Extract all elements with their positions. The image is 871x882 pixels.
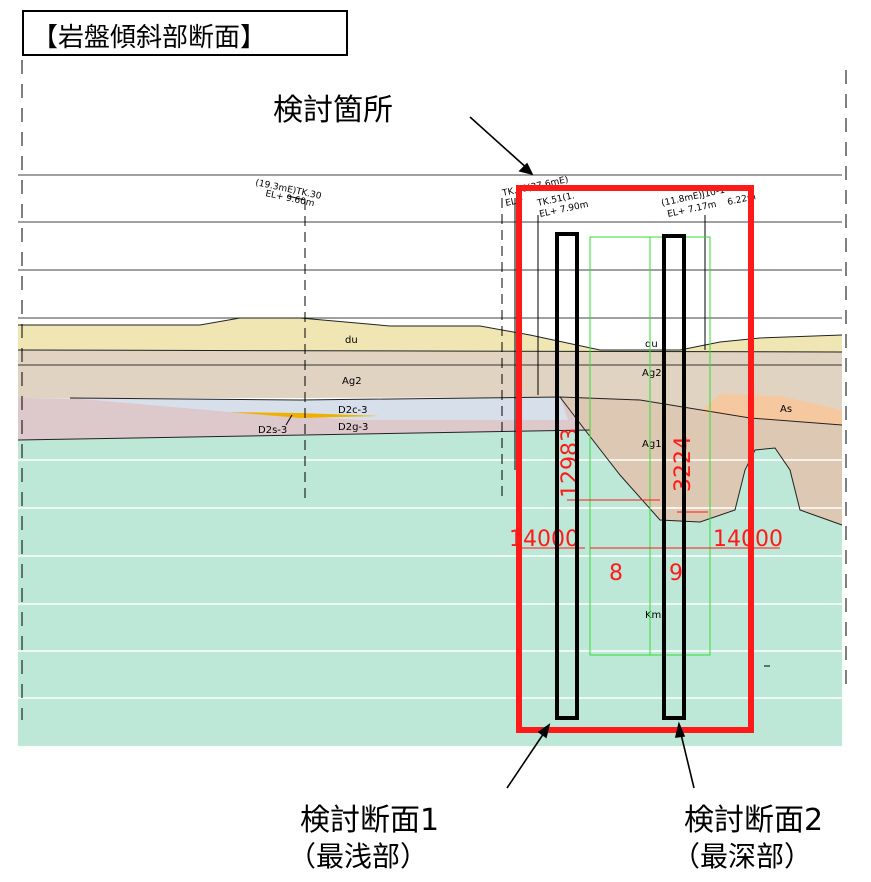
label-km: Km (645, 610, 661, 621)
dim-gap-right: 9 (669, 561, 683, 586)
label-as: As (780, 404, 792, 415)
label-du-right: du (645, 339, 658, 350)
layer-ag1 (560, 397, 842, 525)
callout-arrows (469, 116, 695, 789)
layer-km (18, 430, 842, 746)
callout-label: 検討箇所 (273, 93, 393, 128)
layer-d2c3 (70, 397, 568, 420)
layer-boundaries (17, 317, 843, 526)
layer-as (700, 394, 842, 425)
section2-sub: （最深部） (672, 840, 813, 873)
section2-bar (662, 234, 686, 720)
section2-label: 検討断面2 (684, 803, 824, 838)
label-d2s3: D2s-3 (258, 425, 287, 436)
study-area-frame (516, 185, 754, 733)
layer-du (18, 318, 842, 352)
dim-gap-left: 8 (609, 561, 623, 586)
label-ag2-left: Ag2 (342, 376, 362, 387)
layer-ag2 (18, 350, 842, 425)
borehole-tk30 (287, 195, 306, 500)
dimension-lines (517, 499, 780, 549)
label-d2c3: D2c-3 (338, 405, 368, 416)
section1-sub: （最浅部） (288, 840, 429, 873)
label-du-left: du (345, 335, 358, 346)
dim-depth1: 12983 (558, 428, 583, 498)
label-ag1: Ag1 (642, 439, 662, 450)
section1-bar (555, 232, 579, 720)
label-ag2-right: Ag2 (642, 368, 662, 379)
page-title: 【岩盤傾斜部断面】 (32, 23, 267, 53)
label-d2g3: D2g-3 (338, 422, 368, 433)
borehole-tk28 (501, 198, 516, 500)
section1-label: 検討断面1 (300, 803, 440, 838)
title-box: 【岩盤傾斜部断面】 (22, 10, 348, 56)
